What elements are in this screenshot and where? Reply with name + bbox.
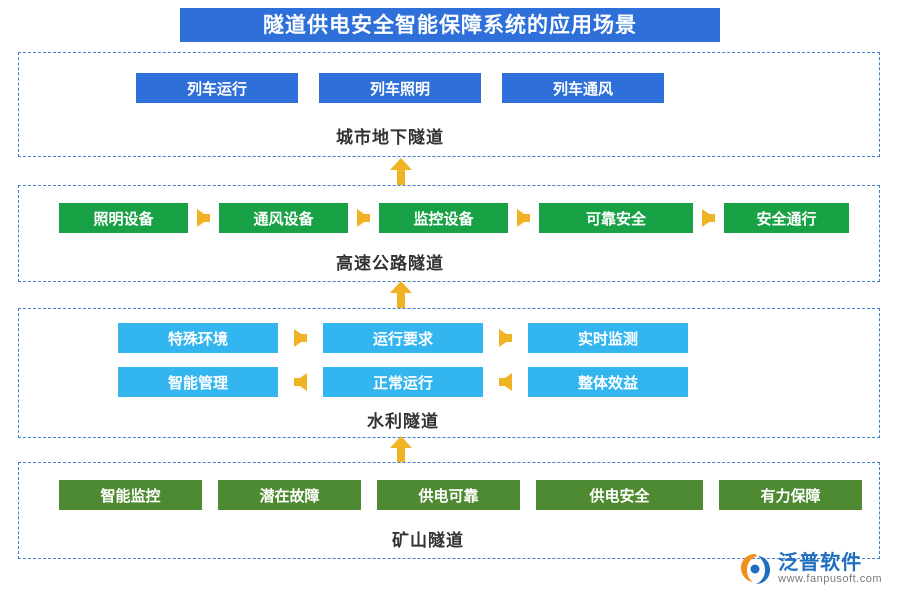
section-1-chip-row: 列车运行 列车照明 列车通风 <box>136 73 664 103</box>
chip-special-environment[interactable]: 特殊环境 <box>118 323 278 353</box>
chip-train-ventilation[interactable]: 列车通风 <box>502 73 664 103</box>
section-mine-tunnel: 智能监控 潜在故障 供电可靠 供电安全 有力保障 矿山隧道 <box>18 462 880 559</box>
arrow-up-icon-1 <box>390 158 412 186</box>
arrow-left-icon-1 <box>294 373 307 391</box>
arrow-up-icon-2 <box>390 281 412 309</box>
chip-reliable-power-supply[interactable]: 供电可靠 <box>377 480 520 510</box>
arrow-up-icon-3 <box>390 436 412 464</box>
chip-operation-requirement[interactable]: 运行要求 <box>323 323 483 353</box>
arrow-right-icon-1 <box>197 209 210 227</box>
section-4-chip-row: 智能监控 潜在故障 供电可靠 供电安全 有力保障 <box>59 480 862 510</box>
chip-reliable-safety[interactable]: 可靠安全 <box>539 203 693 233</box>
section-2-label: 高速公路隧道 <box>336 254 444 273</box>
page-title: 隧道供电安全智能保障系统的应用场景 <box>263 13 637 37</box>
chip-realtime-monitoring[interactable]: 实时监测 <box>528 323 688 353</box>
logo-name-cn: 泛普软件 <box>778 551 863 574</box>
chip-strong-guarantee[interactable]: 有力保障 <box>719 480 862 510</box>
chip-intelligent-management[interactable]: 智能管理 <box>118 367 278 397</box>
section-water-conservancy-tunnel: 特殊环境 运行要求 实时监测 智能管理 正常运行 整体效益 水利隧道 <box>18 308 880 438</box>
arrow-right-icon-4 <box>702 209 715 227</box>
section-3-chip-row-1: 特殊环境 运行要求 实时监测 <box>118 323 688 353</box>
arrow-left-icon-2 <box>499 373 512 391</box>
brand-logo: 泛普软件 www.fanpusoft.com <box>738 552 882 586</box>
chip-intelligent-monitoring[interactable]: 智能监控 <box>59 480 202 510</box>
section-1-label: 城市地下隧道 <box>336 128 444 147</box>
chip-train-lighting[interactable]: 列车照明 <box>319 73 481 103</box>
chip-train-operation[interactable]: 列车运行 <box>136 73 298 103</box>
logo-mark-icon <box>738 552 772 586</box>
chip-overall-benefit[interactable]: 整体效益 <box>528 367 688 397</box>
section-2-chip-row: 照明设备 通风设备 监控设备 可靠安全 安全通行 <box>59 203 849 233</box>
section-4-label: 矿山隧道 <box>392 531 464 550</box>
chip-potential-fault[interactable]: 潜在故障 <box>218 480 361 510</box>
arrow-right-icon-5 <box>294 329 307 347</box>
chip-normal-operation[interactable]: 正常运行 <box>323 367 483 397</box>
chip-lighting-equipment[interactable]: 照明设备 <box>59 203 188 233</box>
arrow-right-icon-3 <box>517 209 530 227</box>
arrow-right-icon-6 <box>499 329 512 347</box>
section-highway-tunnel: 照明设备 通风设备 监控设备 可靠安全 安全通行 高速公路隧道 <box>18 185 880 282</box>
logo-name-en: www.fanpusoft.com <box>778 572 882 585</box>
chip-safe-passage[interactable]: 安全通行 <box>724 203 849 233</box>
chip-monitoring-equipment[interactable]: 监控设备 <box>379 203 508 233</box>
chip-power-safety[interactable]: 供电安全 <box>536 480 703 510</box>
section-urban-tunnel: 列车运行 列车照明 列车通风 城市地下隧道 <box>18 52 880 157</box>
page-title-banner: 隧道供电安全智能保障系统的应用场景 <box>180 8 720 42</box>
chip-ventilation-equipment[interactable]: 通风设备 <box>219 203 348 233</box>
logo-text: 泛普软件 www.fanpusoft.com <box>778 551 882 586</box>
section-3-chip-row-2: 智能管理 正常运行 整体效益 <box>118 367 688 397</box>
section-3-label: 水利隧道 <box>367 412 439 431</box>
arrow-right-icon-2 <box>357 209 370 227</box>
